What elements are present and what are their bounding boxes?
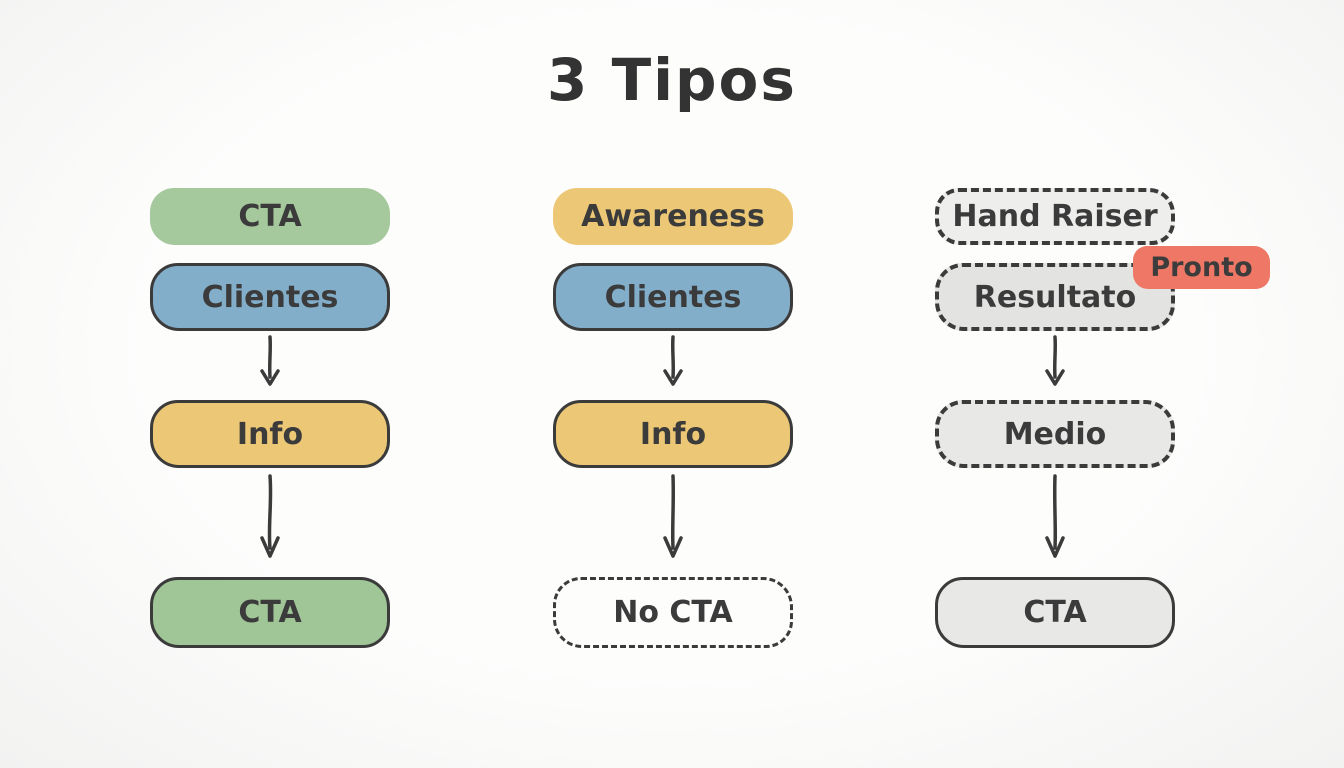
box-label: Info [236,416,304,452]
box-label: Awareness [581,199,765,234]
box-awareness: Awareness [553,188,793,245]
arrow-down-icon [257,335,283,391]
page-title: 3 Tipos [547,46,797,114]
box-label: Clientes [604,279,742,315]
box-label: CTA [1023,595,1087,630]
arrow-down-icon [660,474,686,564]
box-label: Info [639,416,707,452]
pronto-badge: Pronto [1133,246,1270,289]
box-clientes: Clientes [150,263,390,331]
badge-label: Pronto [1150,252,1253,283]
funnel-column-3: Hand Raiser Pronto Resultato Medio CTA [935,188,1270,663]
box-label: Resultato [973,279,1137,315]
box-label: CTA [238,595,302,630]
box-label: Clientes [201,279,339,315]
arrow-down-icon [1042,474,1068,564]
box-label: No CTA [613,595,733,630]
box-info: Info [553,400,793,468]
box-medio: Medio [935,400,1175,468]
box-label: Medio [1003,416,1107,452]
arrow-down-icon [1042,335,1068,391]
arrow-down-icon [660,335,686,391]
box-info: Info [150,400,390,468]
box-label: CTA [238,199,302,234]
box-label: Hand Raiser [952,199,1158,234]
box-cta-top: CTA [150,188,390,245]
box-hand-raiser: Hand Raiser [935,188,1175,245]
funnel-column-2: Awareness Clientes Info No CTA [553,188,793,663]
arrow-down-icon [257,474,283,564]
box-no-cta: No CTA [553,577,793,648]
box-clientes: Clientes [553,263,793,331]
box-cta-bottom: CTA [150,577,390,648]
funnel-column-1: CTA Clientes Info CTA [150,188,390,663]
box-cta-bottom: CTA [935,577,1175,648]
